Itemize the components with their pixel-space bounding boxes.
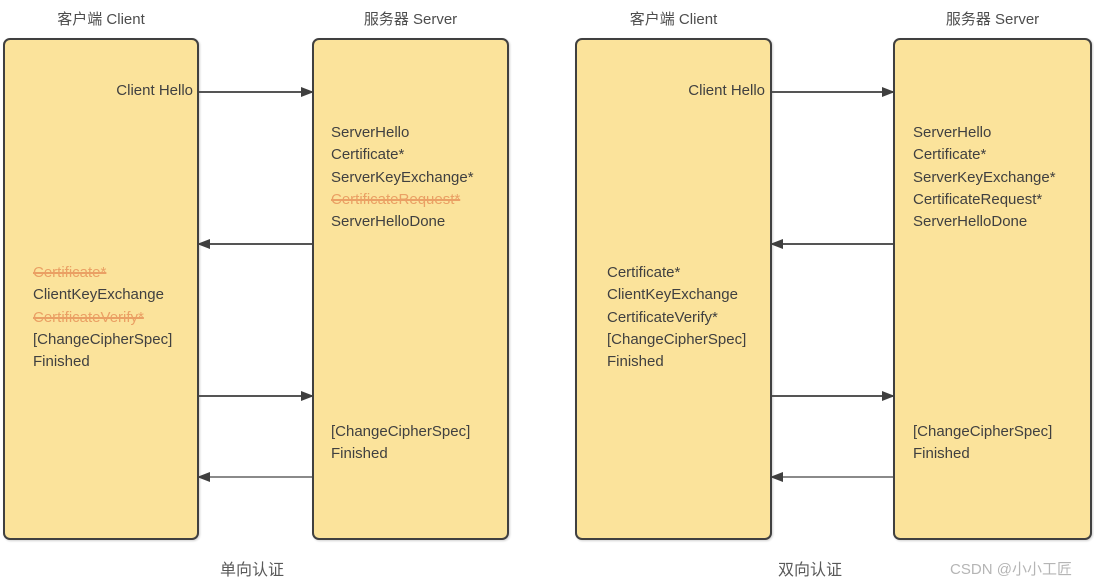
client-hello-label: Client Hello xyxy=(116,82,193,99)
message-line: Certificate* xyxy=(331,146,405,164)
one-way-auth-diagram: 客户端 Client 服务器 Server Client Hello Serve… xyxy=(3,11,509,579)
client-hello-arrow xyxy=(772,87,895,97)
message-line: ServerHelloDone xyxy=(913,213,1028,231)
server-flight-2: [ChangeCipherSpec] Finished xyxy=(913,421,1052,466)
message-line: Certificate* xyxy=(913,146,987,164)
server-flight2-arrow xyxy=(770,472,893,482)
message-line: CertificateVerify* xyxy=(33,308,144,326)
message-line: [ChangeCipherSpec] xyxy=(33,330,173,348)
server-flight2-arrow xyxy=(197,472,312,482)
server-flight1-arrow xyxy=(197,239,312,249)
message-line: Certificate* xyxy=(33,264,107,281)
client-hello-arrow xyxy=(199,87,314,97)
client-title: 客户端 Client xyxy=(629,11,718,28)
server-lifeline-box xyxy=(312,38,509,540)
client-flight: Certificate* ClientKeyExchange Certifica… xyxy=(33,262,172,373)
client-lifeline-box xyxy=(575,38,772,540)
message-line: Finished xyxy=(33,353,90,371)
message-line: ServerHello xyxy=(913,124,992,141)
server-title: 服务器 Server xyxy=(363,11,458,28)
csdn-watermark: CSDN @小小工匠 xyxy=(950,561,1072,578)
message-line: ClientKeyExchange xyxy=(33,286,164,304)
message-line: CertificateRequest* xyxy=(913,190,1043,208)
diagram-caption: 双向认证 xyxy=(777,562,842,579)
message-line: ServerHello xyxy=(331,124,410,141)
message-line: [ChangeCipherSpec] xyxy=(607,330,747,348)
client-flight: Certificate* ClientKeyExchange Certifica… xyxy=(607,262,746,373)
client-hello-label: Client Hello xyxy=(688,82,765,99)
client-title: 客户端 Client xyxy=(57,11,145,28)
server-title: 服务器 Server xyxy=(945,11,1040,28)
message-line: CertificateRequest* xyxy=(331,190,461,208)
message-line: Certificate* xyxy=(607,264,681,281)
message-line: Finished xyxy=(913,445,970,463)
message-line: Finished xyxy=(607,353,664,371)
message-line: Finished xyxy=(331,445,388,463)
server-flight-2: [ChangeCipherSpec] Finished xyxy=(331,421,470,466)
message-line: ServerKeyExchange* xyxy=(331,168,474,186)
server-lifeline-box xyxy=(893,38,1092,540)
diagram-caption: 单向认证 xyxy=(219,562,284,579)
message-line: ServerHelloDone xyxy=(331,213,446,231)
client-flight-arrow xyxy=(772,391,895,401)
message-line: CertificateVerify* xyxy=(607,308,718,326)
message-line: ClientKeyExchange xyxy=(607,286,738,304)
server-flight1-arrow xyxy=(770,239,893,249)
server-flight-1: ServerHello Certificate* ServerKeyExchan… xyxy=(331,122,474,233)
server-flight-1: ServerHello Certificate* ServerKeyExchan… xyxy=(913,122,1056,233)
message-line: ServerKeyExchange* xyxy=(913,168,1056,186)
message-line: [ChangeCipherSpec] xyxy=(913,423,1053,440)
two-way-auth-diagram: 客户端 Client 服务器 Server Client Hello Serve… xyxy=(547,0,1094,586)
client-lifeline-box xyxy=(3,38,199,540)
message-line: [ChangeCipherSpec] xyxy=(331,423,471,440)
client-flight-arrow xyxy=(199,391,314,401)
